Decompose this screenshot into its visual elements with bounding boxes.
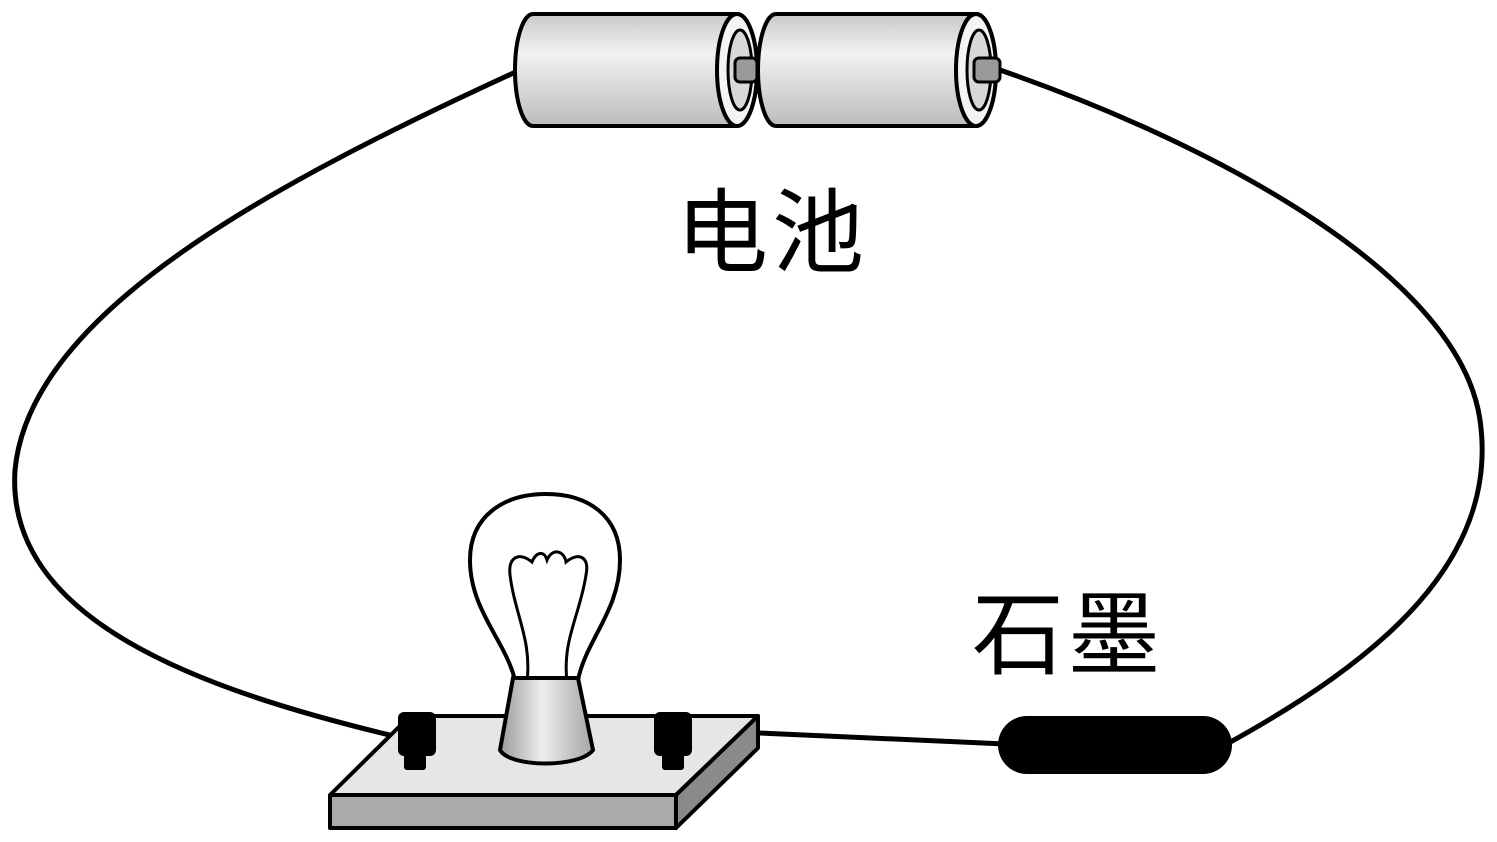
graphite-label: 石墨 bbox=[972, 582, 1165, 689]
battery-cell-right bbox=[756, 12, 1002, 128]
wire-left bbox=[12, 67, 522, 740]
terminal-right bbox=[654, 712, 692, 770]
wire-right bbox=[999, 67, 1485, 748]
battery-label: 电池 bbox=[676, 180, 869, 287]
bulb-filament bbox=[508, 550, 589, 683]
battery-pack bbox=[513, 12, 1002, 128]
board-front bbox=[328, 793, 678, 830]
bulb-socket bbox=[497, 676, 596, 766]
battery-cell-left bbox=[513, 12, 759, 128]
light-bulb bbox=[467, 491, 623, 766]
bulb-glass bbox=[467, 491, 623, 682]
graphite-rod bbox=[998, 716, 1232, 774]
wires bbox=[12, 67, 1485, 748]
board-side bbox=[674, 714, 760, 830]
wire-bottom bbox=[759, 730, 1006, 747]
terminal-left bbox=[398, 712, 436, 770]
